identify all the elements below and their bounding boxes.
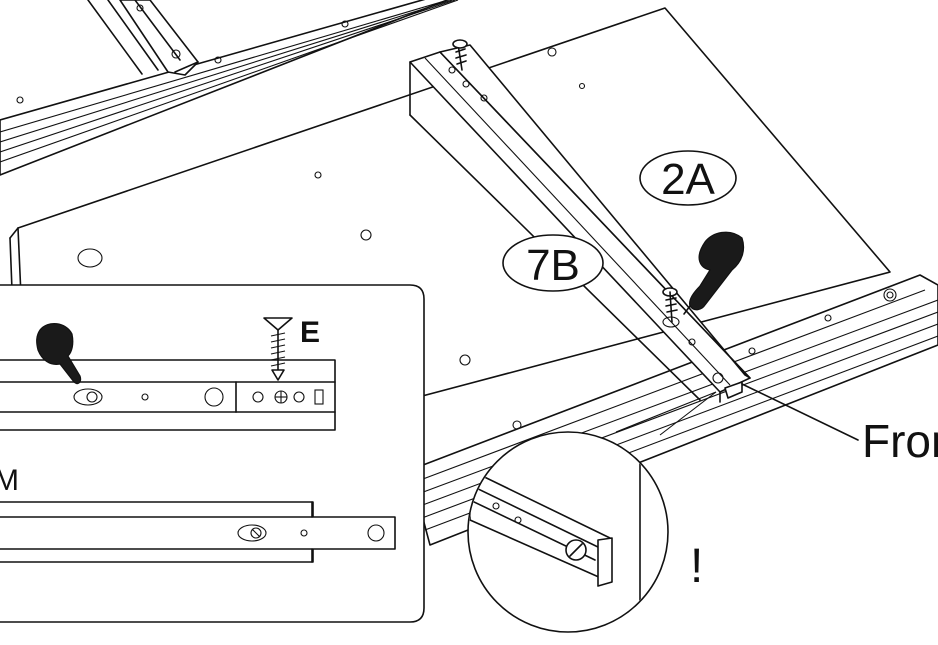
slide-rail-7b: [409, 39, 751, 403]
inset-pointing-hand-icon: [36, 323, 82, 385]
inset-rail-upper: [0, 359, 336, 431]
front-screw-icon: [662, 287, 678, 323]
magnifier-circle-icon: !: [467, 431, 703, 633]
screw-e-label: E: [300, 316, 320, 349]
label-7b-text: 7B: [526, 241, 580, 290]
screw-e-icon: [263, 317, 293, 381]
front-label: Front: [862, 415, 938, 467]
label-2a: 2A: [639, 150, 737, 206]
caution-mark: !: [690, 540, 703, 593]
top-frame-rail: [0, 0, 459, 176]
front-callout: Front: [741, 383, 938, 467]
label-2a-text: 2A: [661, 155, 715, 204]
part-m-label: M: [0, 464, 19, 497]
inset-rail-lower: [0, 501, 396, 563]
pointing-hand-icon: [683, 231, 745, 315]
label-7b: 7B: [502, 234, 604, 292]
rear-screw-icon: [452, 39, 468, 71]
inset-detail-panel: E M: [0, 284, 425, 623]
